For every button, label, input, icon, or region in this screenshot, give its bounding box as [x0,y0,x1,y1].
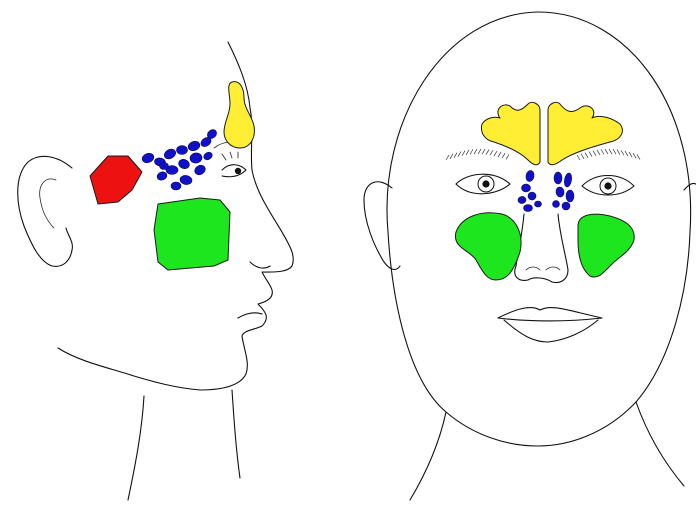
brow-hair [486,150,489,155]
lip-split [498,318,602,321]
ethmoid-cell [179,175,192,186]
brow-hair [454,153,457,158]
left-pupil [482,180,489,187]
frontal-sinus-right [548,102,622,164]
profile-eye [222,165,246,177]
frontal-sinus-side [224,82,254,148]
ethmoid-cell [160,163,169,170]
brow-hair [494,151,497,156]
neck-front [232,390,240,478]
neck-back [128,396,144,500]
ethmoid-sinus-front [517,170,574,212]
brow-hair [601,149,604,154]
brow-hair [466,150,469,155]
ethmoid-cell [202,151,213,162]
ethmoid-cell [187,140,201,153]
brow-hair [577,155,580,160]
brow-hair [617,150,620,155]
brow-hair [502,153,505,158]
neck-left [410,412,446,500]
brow-hair [581,154,584,159]
brow-hair [446,155,449,160]
brow-hair [609,149,612,154]
ethmoid-cell [177,158,190,170]
ethmoid-cell [193,163,207,176]
ethmoid-cell [528,192,536,200]
frontal-sinus-left [482,102,541,164]
brow-hair [462,151,465,156]
maxillary-sinus-left [455,213,521,280]
brow-hair [633,153,636,158]
brow-hair [482,149,485,154]
ethmoid-cell [522,184,531,192]
ethmoid-cell [524,205,533,212]
eyebrows [446,149,640,160]
brow-hair [637,154,640,159]
brow-hair [613,149,616,154]
ethmoid-cell [156,171,168,182]
ear [18,156,73,266]
brow-hair [470,149,473,154]
ethmoid-cell [562,202,570,210]
ethmoid-cell [555,186,565,197]
brow-hair [597,150,600,155]
ethmoid-cell [517,196,526,204]
ethmoid-cell [563,172,572,187]
brow-hair [506,154,509,159]
upper-lip [498,308,602,318]
ethmoid-cell [163,147,178,161]
brow-hair [605,149,608,154]
ear-inner [40,179,56,228]
nostril [250,262,270,268]
brow-hair [490,150,493,155]
side-profile-view [18,42,294,500]
maxillary-sinus-side [154,198,230,270]
brow-hair [450,154,453,159]
sphenoid-sinus-side [90,156,142,204]
brow-hair [625,151,628,156]
brow-hair [593,151,596,156]
lip-line [238,313,262,318]
nose [515,214,568,283]
brow-hair [498,152,501,157]
ethmoid-cell [553,201,560,208]
front-face-view [364,12,696,500]
profile-lash [222,152,238,160]
brow-hair [474,149,477,154]
neck-right [636,402,684,486]
brow-hair [589,152,592,157]
ethmoid-cell [554,172,562,184]
ethmoid-cell [525,170,535,182]
brow-hair [585,153,588,158]
ethmoid-cell [535,201,542,207]
ethmoid-cell [177,146,188,155]
lower-lip [504,320,598,342]
head-outline [387,12,691,446]
brow-hair [629,152,632,157]
profile-pupil [235,168,241,174]
ethmoid-sinus-side [141,128,219,190]
ethmoid-cell [141,152,155,165]
brow-hair [621,150,624,155]
brow-hair [478,149,481,154]
left-ear [364,182,400,270]
right-pupil [604,182,611,189]
ethmoid-cell [189,152,203,164]
brow-hair [458,152,461,157]
ethmoid-cell [566,190,574,202]
maxillary-sinus-right [578,214,634,277]
left-nostril [526,267,540,270]
right-nostril [546,267,560,270]
ethmoid-cell [171,182,181,190]
